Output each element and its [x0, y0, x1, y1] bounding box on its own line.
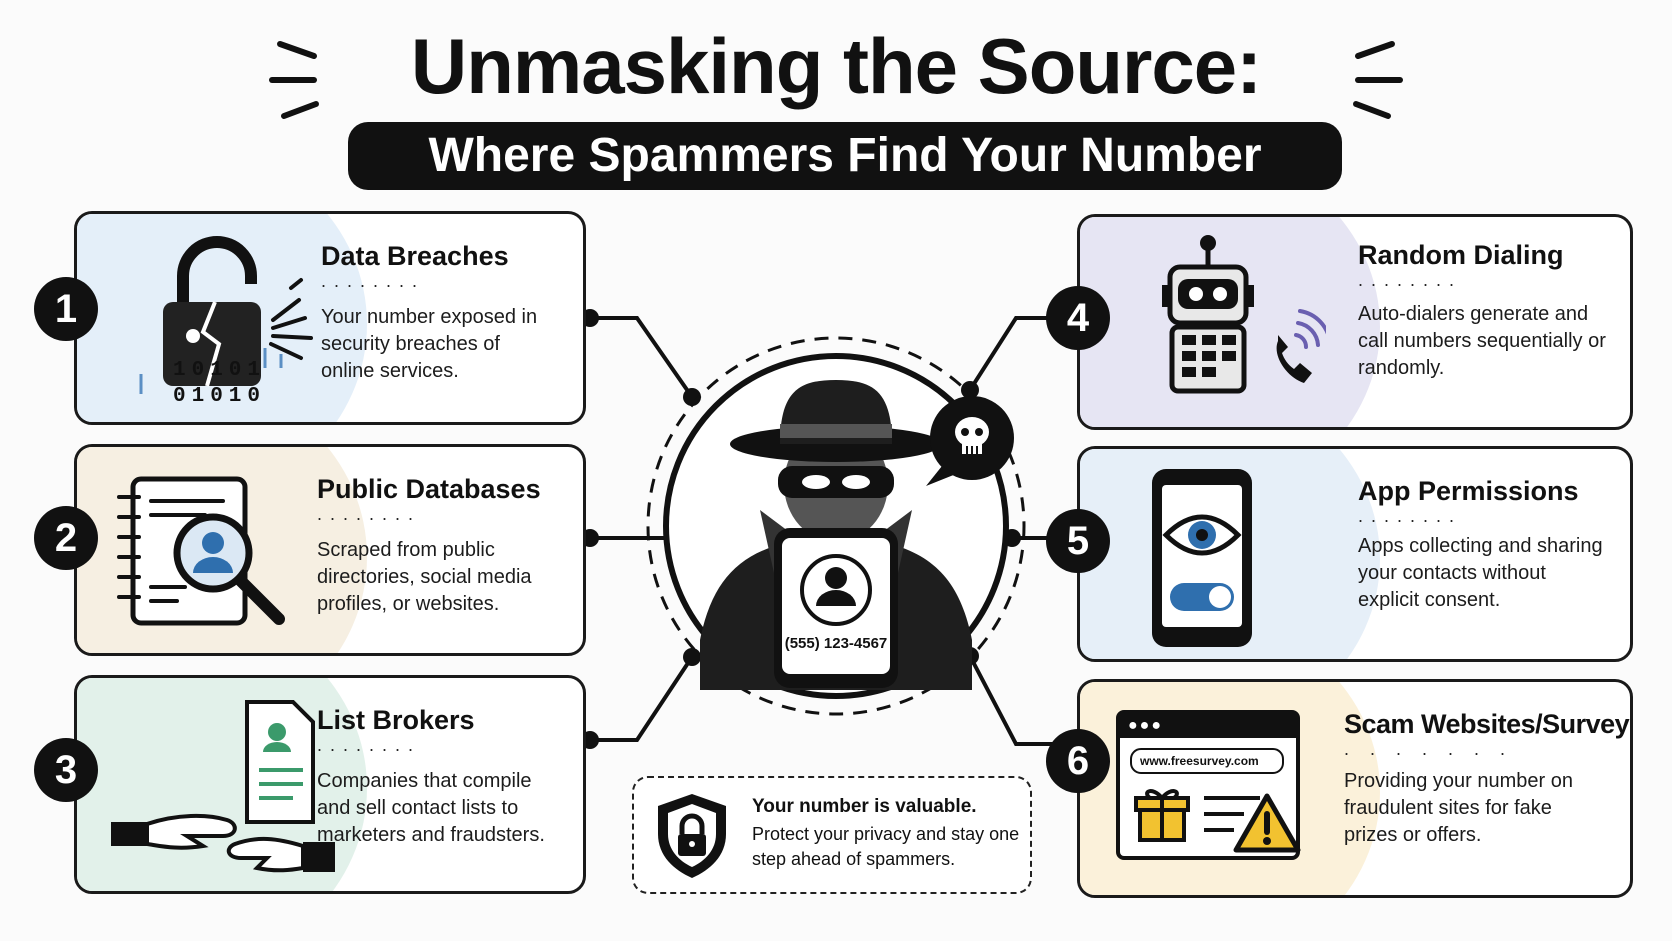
card-title: App Permissions: [1358, 476, 1579, 506]
browser-text-line: [1204, 828, 1234, 832]
card-title: Data Breaches: [321, 241, 509, 271]
card-description: Your number exposed in security breaches…: [321, 306, 538, 382]
scam-browser-window: ●●● www.freesurvey.com: [1116, 710, 1300, 860]
card-description: Companies that compile and sell contact …: [317, 770, 545, 846]
warning-triangle-icon: [1233, 793, 1301, 853]
card-description: Auto-dialers generate and call numbers s…: [1358, 303, 1606, 379]
card-title: Public Databases: [317, 474, 541, 504]
broken-padlock-icon: [139, 236, 313, 394]
window-dots-icon: ●●●: [1128, 717, 1163, 734]
card-scam-websites: ●●● www.freesurvey.com Scam Websites/Sur…: [1077, 679, 1633, 898]
card-title: Random Dialing: [1358, 240, 1564, 270]
card-title: List Brokers: [317, 705, 475, 735]
card-title: Scam Websites/Surveys: [1344, 709, 1633, 739]
card-public-databases: Public Databases ........ Scraped from p…: [74, 444, 586, 656]
tip-title: Your number is valuable.: [752, 796, 977, 817]
card-dots: . . . . . . .: [1344, 739, 1514, 759]
binary-text-bottom: 01010: [173, 385, 267, 408]
binary-text-top: 10101: [173, 359, 267, 382]
card-list-brokers: List Brokers ........ Companies that com…: [74, 675, 586, 894]
center-phone-number: (555) 123-4567: [784, 635, 888, 652]
card-dots: ........: [1358, 270, 1463, 290]
privacy-tip-box: Your number is valuable. Protect your pr…: [632, 776, 1032, 894]
title-burst-lines: [269, 41, 1403, 119]
card-dots: ........: [321, 271, 426, 291]
directory-magnifier-icon: [117, 476, 285, 626]
subtitle-banner: Where Spammers Find Your Number: [348, 122, 1342, 190]
gift-icon: [1134, 789, 1190, 842]
browser-titlebar: ●●●: [1120, 714, 1296, 738]
step-number-5: 5: [1046, 509, 1110, 573]
step-number-4: 4: [1046, 286, 1110, 350]
handoff-document-icon: [111, 700, 335, 873]
card-dots: ........: [1358, 506, 1463, 526]
card-dots: ........: [317, 735, 422, 755]
card-description: Apps collecting and sharing your contact…: [1358, 535, 1603, 611]
page-title: Unmasking the Source:: [410, 22, 1262, 110]
card-random-dialing: Random Dialing ........ Auto-dialers gen…: [1077, 214, 1633, 430]
page-subtitle: Where Spammers Find Your Number: [428, 129, 1262, 182]
robot-dialer-icon: [1162, 235, 1326, 394]
step-number-1: 1: [34, 277, 98, 341]
browser-url: www.freesurvey.com: [1140, 754, 1259, 768]
shield-lock-icon: [658, 794, 726, 878]
card-description: Scraped from public directories, social …: [317, 539, 532, 615]
card-app-permissions: App Permissions ........ Apps collecting…: [1077, 446, 1633, 662]
browser-url-field: www.freesurvey.com: [1130, 748, 1284, 774]
phone-eye-toggle-icon: [1152, 469, 1252, 647]
step-number-2: 2: [34, 506, 98, 570]
browser-text-line: [1204, 812, 1244, 816]
card-data-breaches: 10101 01010 Data Breaches ........ Your …: [74, 211, 586, 425]
step-number-3: 3: [34, 738, 98, 802]
step-number-6: 6: [1046, 729, 1110, 793]
card-dots: ........: [317, 504, 422, 524]
tip-text: Protect your privacy and stay one step a…: [752, 824, 1020, 869]
card-description: Providing your number on fraudulent site…: [1344, 770, 1574, 846]
browser-text-line: [1204, 796, 1260, 800]
